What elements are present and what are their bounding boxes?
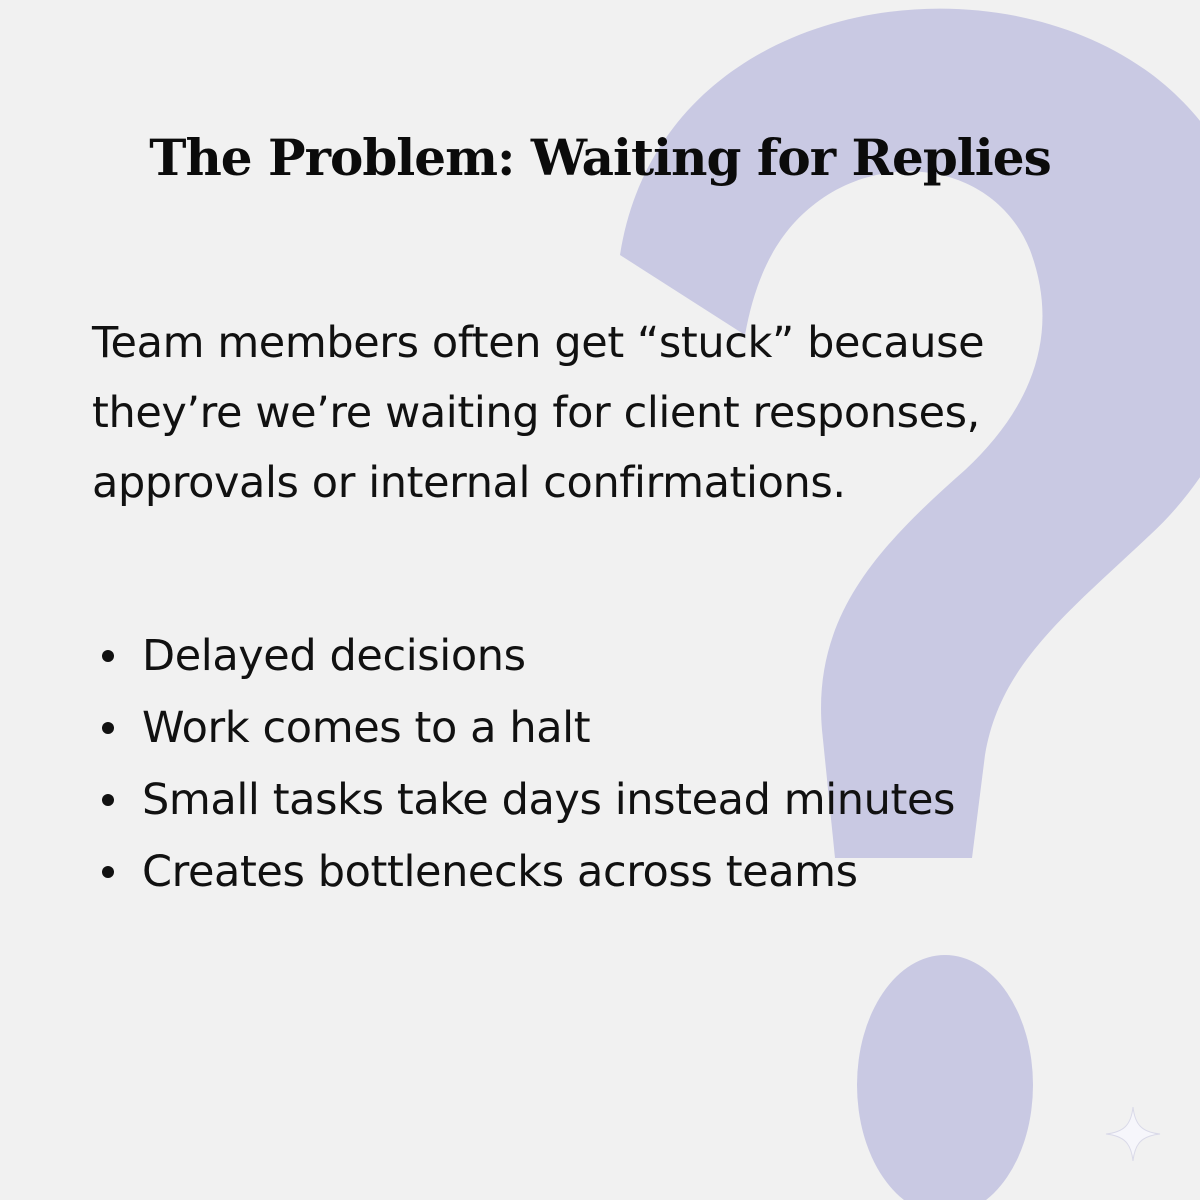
bullet-list: Delayed decisions Work comes to a halt S… bbox=[92, 620, 955, 908]
bullet-text: Delayed decisions bbox=[142, 631, 526, 681]
list-item: Small tasks take days instead minutes bbox=[92, 764, 955, 836]
bullet-dot-icon bbox=[102, 722, 114, 734]
slide-title: The Problem: Waiting for Replies bbox=[149, 128, 1052, 187]
problem-description: Team members often get “stuck” because t… bbox=[92, 318, 985, 508]
list-item: Delayed decisions bbox=[92, 620, 955, 692]
sparkle-icon bbox=[1105, 1106, 1161, 1162]
bullet-text: Small tasks take days instead minutes bbox=[142, 775, 956, 825]
question-mark-icon bbox=[620, 8, 1200, 1200]
bullet-text: Work comes to a halt bbox=[142, 703, 591, 753]
bullet-dot-icon bbox=[102, 794, 114, 806]
bullet-dot-icon bbox=[102, 650, 114, 662]
bullet-text: Creates bottlenecks across teams bbox=[142, 847, 858, 897]
list-item: Work comes to a halt bbox=[92, 692, 955, 764]
list-item: Creates bottlenecks across teams bbox=[92, 836, 955, 908]
bullet-dot-icon bbox=[102, 866, 114, 878]
